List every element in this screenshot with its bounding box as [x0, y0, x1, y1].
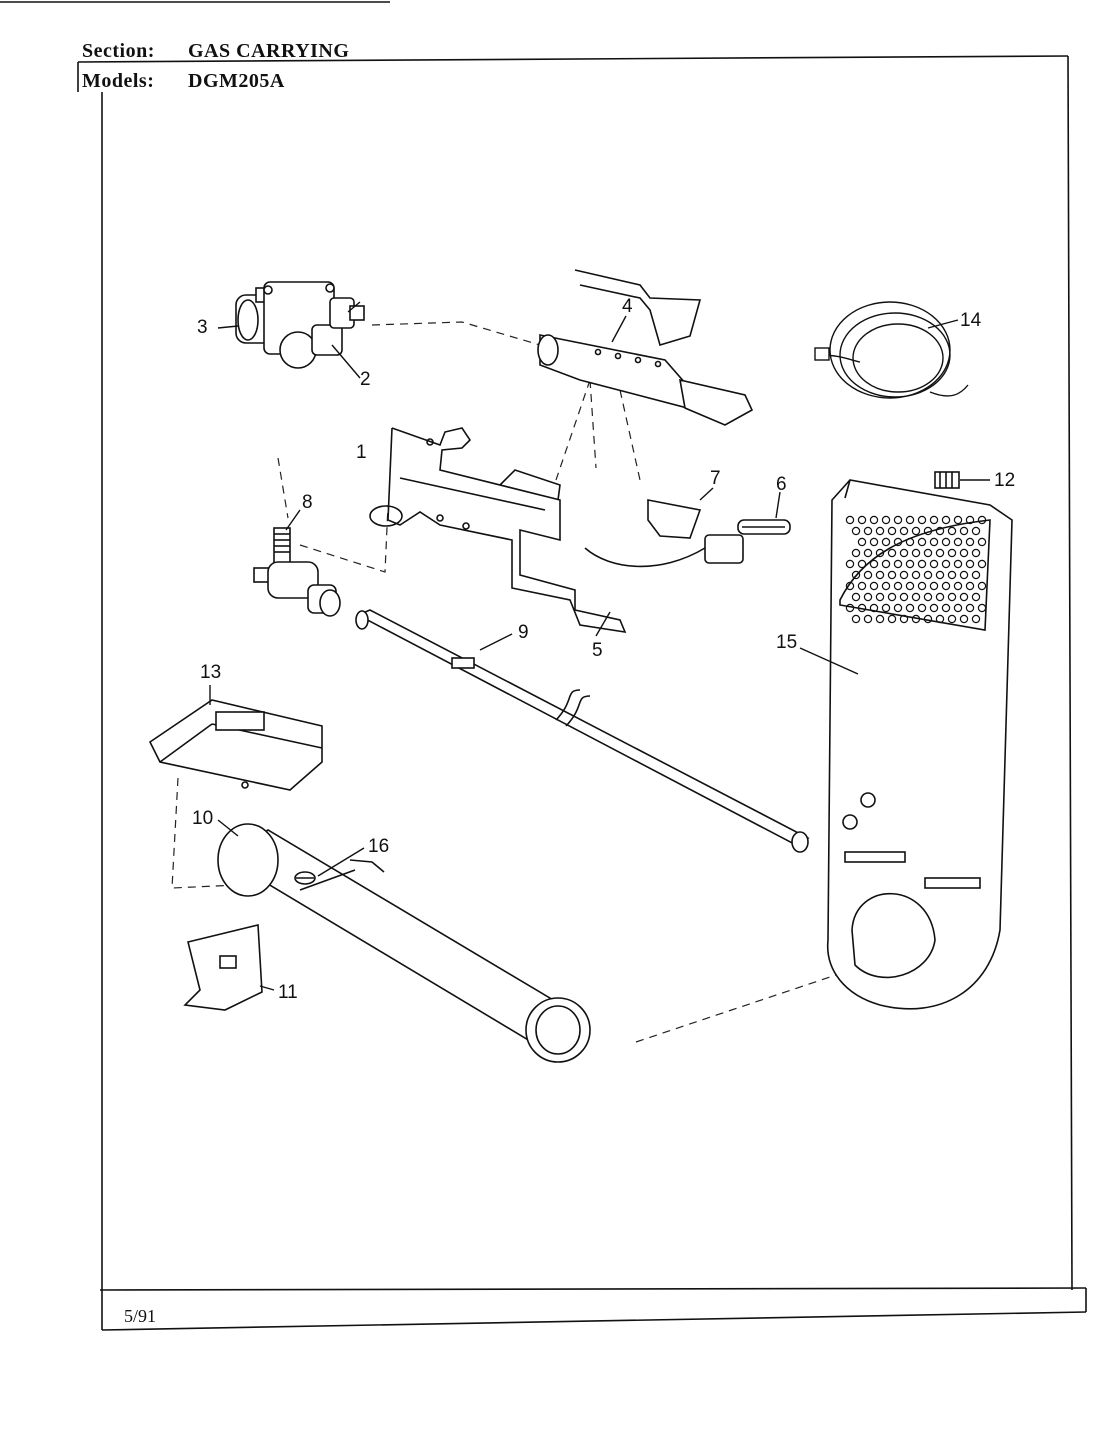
- part-1-gas-valve: [263, 281, 343, 369]
- part-8-orifice-elbow: [253, 527, 341, 617]
- part-13-valve-cover: [148, 699, 323, 791]
- callout-9: 9: [518, 622, 529, 643]
- callout-4: 4: [622, 296, 633, 317]
- part-6-flame-sensor: [584, 519, 791, 568]
- part-9-gas-tube: [355, 609, 810, 853]
- callout-2: 2: [360, 369, 371, 390]
- callout-10: 10: [192, 808, 213, 829]
- section-value: GAS CARRYING: [188, 40, 350, 62]
- callout-15: 15: [776, 632, 797, 653]
- part-2-valve-stub: [329, 297, 365, 329]
- burner-mounting-bracket: [369, 427, 627, 634]
- callout-12: 12: [994, 470, 1015, 491]
- part-14-wire-harness: [814, 301, 969, 399]
- revision-date: 5/91: [124, 1306, 157, 1326]
- part-10-burner-tube: [217, 823, 591, 1063]
- callout-16: 16: [368, 836, 389, 857]
- part-4-igniter-bracket: [537, 334, 754, 426]
- callout-6: 6: [776, 474, 787, 495]
- page-frame: [0, 1, 1087, 1331]
- assembly-lines: [171, 321, 837, 1043]
- callout-5: 5: [592, 640, 603, 661]
- callout-7: 7: [710, 468, 721, 489]
- part-16-screw: [294, 871, 316, 885]
- callout-14: 14: [960, 310, 982, 331]
- part-15-heater-panel: [826, 479, 1013, 1010]
- models-label: Models:: [82, 70, 155, 92]
- callout-11: 11: [278, 982, 298, 1003]
- section-label: Section:: [82, 40, 155, 62]
- callout-13: 13: [200, 662, 221, 683]
- panel-perforations: [845, 515, 987, 624]
- callout-8: 8: [302, 492, 313, 513]
- part-11-support-bracket: [183, 923, 263, 1011]
- callout-1: 1: [356, 442, 367, 463]
- leader-lines: [209, 301, 990, 991]
- part-7-sensor-bracket: [574, 269, 702, 539]
- part-12-clip: [934, 471, 960, 489]
- callout-3: 3: [197, 317, 208, 338]
- models-value: DGM205A: [188, 70, 285, 92]
